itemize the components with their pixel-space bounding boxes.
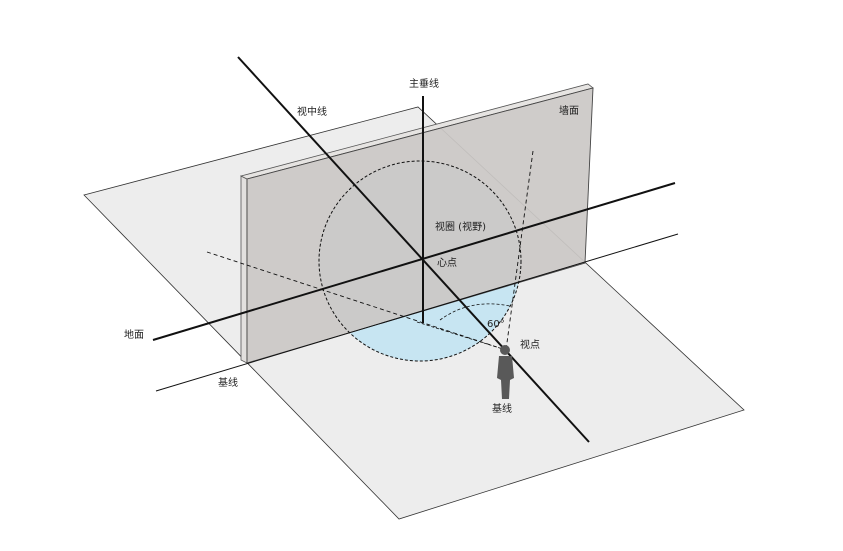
cone-of-vision-label: 视圈 (视野): [435, 220, 486, 233]
viewpoint-label: 视点: [520, 338, 540, 351]
dashed-sight-line-upper: [416, 321, 507, 351]
horizon-line: [152, 182, 676, 341]
wall-face: [246, 87, 594, 364]
main-vertical-line-label: 主垂线: [409, 77, 439, 90]
angle-label: 60°: [487, 319, 505, 330]
cone-of-vision-outline: [318, 160, 522, 362]
wall-side-edge: [240, 175, 248, 364]
dashed-sight-line-right: [505, 150, 534, 351]
central-line-of-sight: [237, 56, 590, 443]
ground-line-front: [155, 233, 679, 392]
wall-label: 墙面: [559, 104, 579, 117]
central-line-of-sight-label: 视中线: [297, 105, 327, 118]
center-point-label: 心点: [437, 257, 457, 269]
angle-arc: [439, 303, 511, 321]
ground-line-label: 基线: [218, 376, 238, 389]
ground-plane-label: 地面: [124, 328, 144, 341]
figure-ground-line-label: 基线: [492, 402, 512, 415]
dashed-sight-line-left: [206, 251, 507, 351]
viewer-figure-icon: [497, 345, 514, 399]
